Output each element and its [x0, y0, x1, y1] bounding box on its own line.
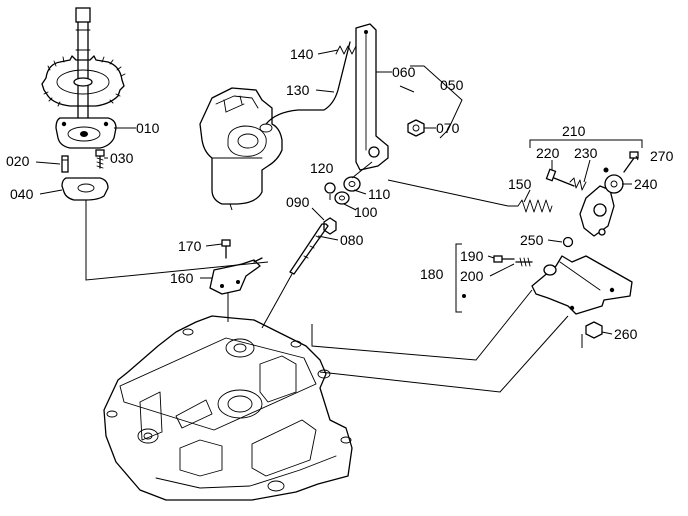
- label-220: 220: [536, 145, 560, 161]
- label-210: 210: [562, 123, 586, 139]
- label-160: 160: [170, 270, 194, 286]
- leader-lines: [35, 49, 639, 335]
- carburetor: [199, 87, 283, 205]
- bolt-030: [95, 149, 105, 169]
- label-020: 020: [6, 153, 30, 169]
- spring-140: [335, 45, 357, 55]
- washer-040: [61, 177, 109, 201]
- rod-130: [265, 41, 351, 125]
- group-bracket-180: [455, 243, 462, 313]
- label-100: 100: [354, 204, 378, 220]
- label-120: 120: [310, 160, 334, 176]
- label-190: 190: [460, 248, 484, 264]
- group-bracket-210: [529, 139, 643, 148]
- lever-160: [209, 257, 263, 295]
- nut-090: [323, 217, 337, 235]
- part-labels: 010 020 030 040 050 060 070 080 090 100 …: [6, 46, 674, 342]
- label-060: 060: [392, 64, 416, 80]
- label-110: 110: [368, 186, 391, 202]
- washer-100: [334, 191, 350, 205]
- label-040: 040: [10, 186, 34, 202]
- bolt-190: [493, 255, 515, 263]
- control-lever: [579, 167, 615, 237]
- bracket-050: [399, 65, 463, 139]
- label-150: 150: [508, 176, 532, 192]
- shaft-080: [289, 223, 329, 275]
- label-170: 170: [178, 238, 202, 254]
- label-230: 230: [574, 145, 598, 161]
- label-260: 260: [614, 326, 638, 342]
- label-180: 180: [420, 266, 444, 282]
- label-010: 010: [136, 120, 160, 136]
- label-250: 250: [520, 232, 544, 248]
- washer-250: [562, 236, 574, 248]
- label-090: 090: [286, 194, 310, 210]
- washer-120: [324, 182, 336, 194]
- bolt-260: [585, 321, 603, 339]
- crankcase-base: [103, 315, 353, 501]
- pin-020: [61, 155, 69, 173]
- label-270: 270: [650, 148, 674, 164]
- assembly-lines: [85, 161, 583, 393]
- screw-200: [515, 257, 533, 267]
- nut-070: [407, 119, 425, 137]
- pulley-240: [604, 174, 624, 194]
- governor-gear-shaft: [75, 7, 91, 119]
- label-130: 130: [286, 82, 310, 98]
- label-240: 240: [634, 176, 658, 192]
- spring-150: [508, 199, 553, 213]
- label-080: 080: [340, 232, 364, 248]
- bolt-220: [545, 168, 575, 187]
- screw-270: [623, 151, 639, 173]
- governor-flange: [55, 117, 117, 149]
- label-070: 070: [436, 120, 460, 136]
- governor-lever-060: [355, 23, 389, 171]
- spring-230: [569, 177, 587, 191]
- governor-gear: [41, 55, 126, 107]
- washer-110: [343, 176, 361, 192]
- bolt-170: [221, 239, 231, 259]
- label-050: 050: [440, 77, 464, 93]
- label-030: 030: [110, 150, 134, 166]
- label-200: 200: [460, 268, 484, 284]
- bracket-plate: [531, 255, 633, 315]
- label-140: 140: [290, 46, 314, 62]
